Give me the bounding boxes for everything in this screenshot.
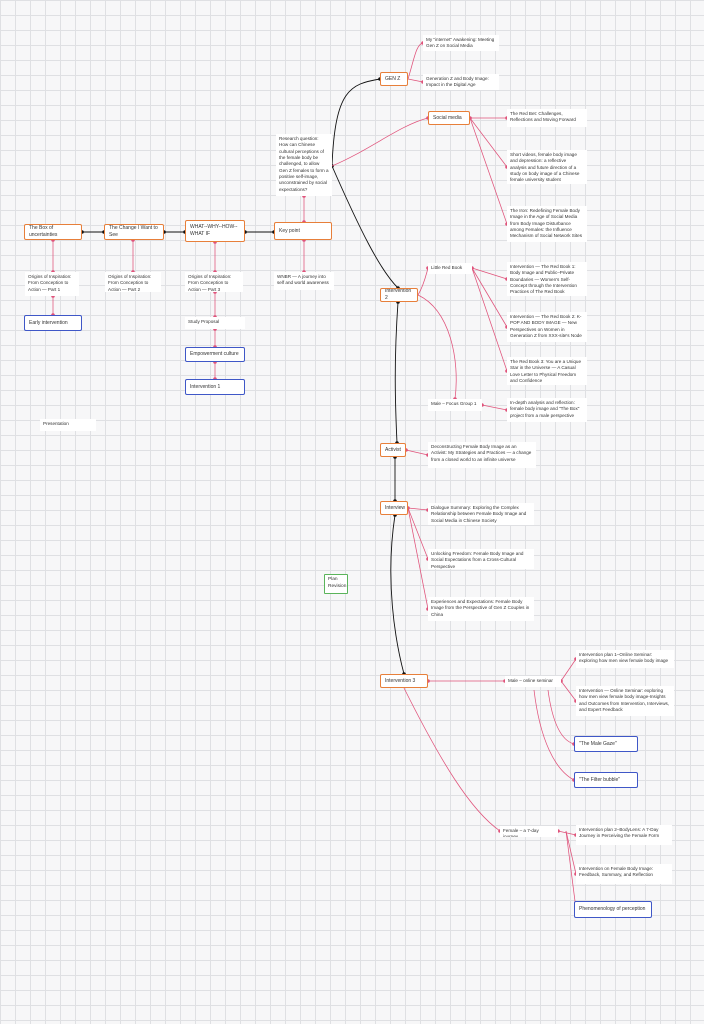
connector-int2-to-male-focus: [417, 294, 457, 400]
connector-int2-to-activist: [394, 301, 399, 444]
gen-z-node[interactable]: GEN Z: [380, 72, 408, 86]
activist-detail-node[interactable]: Deconstructing Female Body Image as an A…: [428, 442, 536, 468]
connector-interview-to-unlocking: [407, 507, 429, 560]
connector-seminar-to-bubble: [533, 689, 575, 781]
plan-2-bodylens-node[interactable]: Intervention plan 2–BodyLens: A 7-Day Jo…: [576, 825, 672, 845]
wnbr-node[interactable]: WNBR — A journey into self and world awa…: [274, 272, 334, 290]
gen-z-internet-node[interactable]: My "internet" Awakening: Meeting Gen Z o…: [423, 35, 499, 51]
connector-interview-to-int3: [390, 514, 405, 675]
study-proposal-node[interactable]: Study Proposal: [185, 317, 245, 329]
male-online-seminar-node[interactable]: Male – online seminar: [505, 676, 561, 687]
connector-seminar-to-insights: [560, 680, 577, 702]
intervention-3-node[interactable]: Intervention 3: [380, 674, 428, 688]
male-focus-detail-node[interactable]: In-depth analysis and reflection: female…: [507, 398, 587, 422]
what-why-how-node[interactable]: WHAT--WHY--HOW--WHAT IF: [185, 220, 245, 242]
little-red-book-node[interactable]: Little Red Book: [428, 263, 472, 274]
female-journey-node[interactable]: Female – a 7-day journey: [500, 826, 558, 837]
interview-experiences-node[interactable]: Experiences and Expectations: Female Bod…: [428, 597, 534, 621]
interview-node[interactable]: Interview: [380, 501, 408, 515]
connector-female-to-phenomenology: [565, 830, 577, 910]
early-intervention-node[interactable]: Early intervention: [24, 315, 82, 331]
connector-female-to-feedback: [565, 830, 577, 875]
interview-dialogue-node[interactable]: Dialogue Summary: Exploring the Complex …: [428, 503, 534, 525]
social-media-red-bet-node[interactable]: The Red Bet: Challenges, Reflections and…: [507, 109, 587, 127]
activist-node[interactable]: Activist: [380, 443, 406, 457]
social-media-short-videos-node[interactable]: Short videos, female body image and depr…: [507, 150, 587, 184]
research-question-node[interactable]: Research question: How can Chinese cultu…: [276, 134, 332, 196]
gen-z-body-image-node[interactable]: Generation Z and Body Image: Impact in t…: [423, 74, 499, 90]
connector-male-focus-to-detail: [481, 404, 508, 411]
little-red-book-3-node[interactable]: The Red Book 3: You are a Unique Star in…: [507, 357, 587, 385]
connector-research-to-genz: [331, 78, 381, 167]
plan-1-seminar-node[interactable]: Intervention plan 1–Online Seminar: expl…: [576, 650, 674, 668]
male-focus-group-node[interactable]: Male – Focus Group 1: [428, 399, 482, 411]
seminar-insights-node[interactable]: Intervention — Online Seminar: exploring…: [576, 686, 674, 716]
little-red-book-1-node[interactable]: Intervention — The Red Book 1: Body Imag…: [507, 262, 587, 296]
connector-female-to-plan2: [557, 830, 577, 836]
female-feedback-node[interactable]: Intervention on Female Body Image: Feedb…: [576, 864, 672, 884]
connector-interview-to-dialogue: [407, 507, 429, 511]
plan-revision-node[interactable]: Plan Revision: [324, 574, 348, 594]
connector-activist-to-detail: [405, 449, 429, 456]
male-gaze-node[interactable]: "The Male Gaze": [574, 736, 638, 752]
intervention-1-node[interactable]: Intervention 1: [185, 379, 245, 395]
social-media-iron-node[interactable]: The Iron: Redefining Female Body Image i…: [507, 206, 587, 242]
connector-lrb-to-1: [471, 267, 508, 280]
connector-social-to-short: [469, 117, 508, 168]
empowerment-culture-node[interactable]: Empowerment culture: [185, 347, 245, 362]
interview-unlocking-node[interactable]: Unlocking Freedom: Female Body Image and…: [428, 549, 534, 569]
origins-part-3-node[interactable]: Origins of Inspiration: From Conception …: [185, 272, 243, 292]
connector-lrb-to-3: [471, 267, 508, 372]
phenomenology-node[interactable]: Phenomenology of perception: [574, 901, 652, 918]
origins-part-1-node[interactable]: Origins of Inspiration: From Conception …: [25, 272, 79, 296]
key-point-node[interactable]: Key point: [274, 222, 332, 240]
connector-seminar-to-gaze: [547, 689, 575, 745]
connector-research-to-social: [331, 117, 429, 167]
little-red-book-2-node[interactable]: Intervention — The Red Book 2: K-POP AND…: [507, 312, 587, 342]
connector-genz-to-bodyimage: [407, 78, 424, 83]
filter-bubble-node[interactable]: "The Filter bubble": [574, 772, 638, 788]
connector-genz-to-internet: [407, 42, 424, 80]
change-i-want-node[interactable]: The Change I Want to See: [104, 224, 164, 240]
connector-social-to-iron: [469, 117, 508, 225]
box-of-uncertainties-node[interactable]: The Box of uncertainties: [24, 224, 82, 240]
presentation-node[interactable]: Presentation: [40, 419, 96, 431]
connector-lrb-to-2: [471, 267, 508, 328]
origins-part-2-node[interactable]: Origins of Inspiration: From Conception …: [105, 272, 161, 292]
connector-research-to-int2: [331, 165, 399, 289]
intervention-2-node[interactable]: Intervention 2: [380, 288, 418, 302]
social-media-node[interactable]: Social media: [428, 111, 470, 125]
connector-interview-to-experiences: [407, 507, 429, 610]
connector-int2-to-lrb: [417, 267, 429, 296]
connector-int3-to-female: [403, 687, 501, 832]
connector-seminar-to-plan1: [560, 658, 577, 682]
